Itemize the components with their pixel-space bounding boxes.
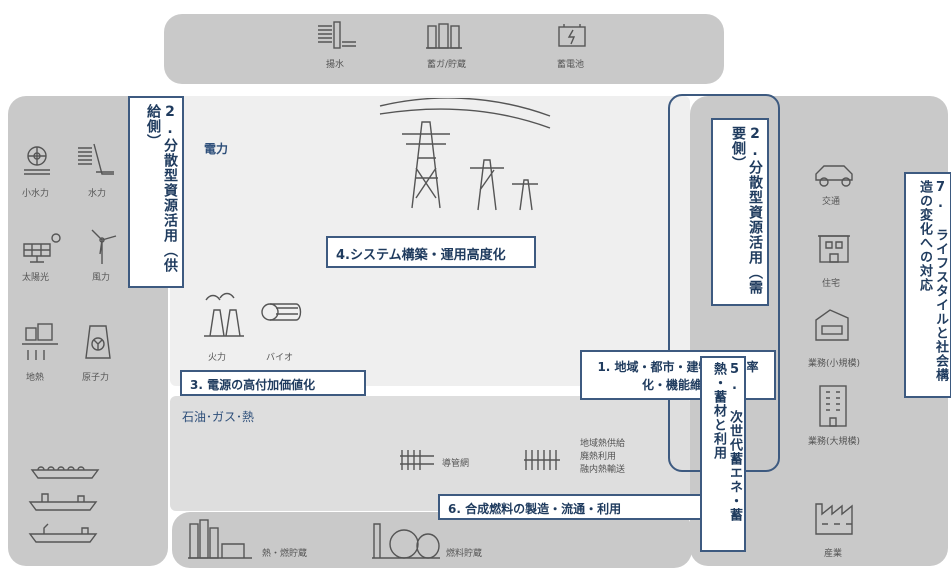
small-hydro-icon (22, 144, 52, 176)
wind-turbine-icon (86, 226, 118, 266)
gas-storage-icon (424, 20, 464, 50)
house-icon (816, 228, 852, 264)
solar-panel-icon (20, 230, 64, 264)
biomass-icon (260, 294, 304, 324)
house-label: 住宅 (822, 279, 841, 289)
oil-gas-heat-label: 石油･ガス･熱 (182, 410, 255, 424)
pumped-hydro-label: 揚水 (326, 60, 345, 70)
hydro-dam-label: 水力 (88, 189, 107, 199)
pipeline-icon (398, 446, 438, 472)
heat-storage-icon (186, 516, 254, 560)
geothermal-icon (20, 322, 60, 362)
battery-icon (556, 22, 588, 48)
supply-side-box: 2.分散型資源活用（供給側） (128, 96, 184, 288)
fuel-box: 6. 合成燃料の製造・流通・利用 (438, 494, 702, 520)
wind-turbine-label: 風力 (92, 273, 111, 283)
cargo-ship-icon (28, 490, 98, 512)
factory-label: 産業 (824, 549, 843, 559)
small-hydro-label: 小水力 (22, 189, 50, 199)
lng-ship-icon (28, 522, 98, 544)
solar-panel-label: 太陽光 (22, 273, 50, 283)
value-box: 3. 電源の高付加価値化 (180, 370, 366, 396)
lifestyle-box: 7. ライフスタイルと社会構造の変化への対応 (904, 172, 951, 398)
thermal-label: 火力 (208, 353, 227, 363)
fuel-storage-icon (370, 518, 442, 560)
heat-supply-icon (522, 448, 562, 472)
efficiency-box: 1. 地域・都市・建物の高効率化・機能維持 (580, 350, 776, 400)
thermal-plant-icon (200, 290, 248, 338)
tanker-ship-icon (30, 458, 100, 480)
large-business-label: 業務(大規模) (808, 437, 861, 447)
power-label: 電力 (204, 142, 229, 156)
transmission-tower-icon (360, 97, 560, 218)
demand-side-box: 2.分散型資源活用（需要側） (711, 118, 769, 306)
car-label: 交通 (822, 197, 841, 207)
small-business-icon (812, 306, 852, 342)
heat-label-1: 地域熱供給 (580, 439, 626, 449)
heat-label-3: 融内熱輸送 (580, 465, 626, 475)
heat-label-2: 廃熱利用 (580, 452, 617, 462)
next-gen-storage-box: 5. 次世代蓄エネ・蓄熱・蓄材と利用 (700, 356, 746, 552)
heat-storage-label: 熱・燃貯蔵 (262, 549, 308, 559)
gas-storage-label: 蓄ガ/貯蔵 (427, 60, 467, 70)
large-business-icon (814, 384, 852, 428)
pumped-hydro-icon (314, 20, 360, 50)
geothermal-label: 地熱 (26, 373, 45, 383)
top-storage-panel (164, 14, 724, 84)
bio-label: バイオ (266, 353, 294, 363)
battery-label: 蓄電池 (557, 60, 585, 70)
hydro-dam-icon (76, 142, 116, 178)
system-box: 4.システム構築・運用高度化 (326, 236, 536, 268)
pipeline-label: 導管網 (442, 459, 470, 469)
fuel-storage-label: 燃料貯蔵 (446, 549, 483, 559)
car-icon (812, 160, 858, 188)
small-business-label: 業務(小規模) (808, 359, 861, 369)
nuclear-icon (80, 320, 116, 360)
center-fuel-panel (170, 396, 690, 511)
nuclear-label: 原子力 (82, 373, 110, 383)
factory-icon (812, 496, 858, 536)
